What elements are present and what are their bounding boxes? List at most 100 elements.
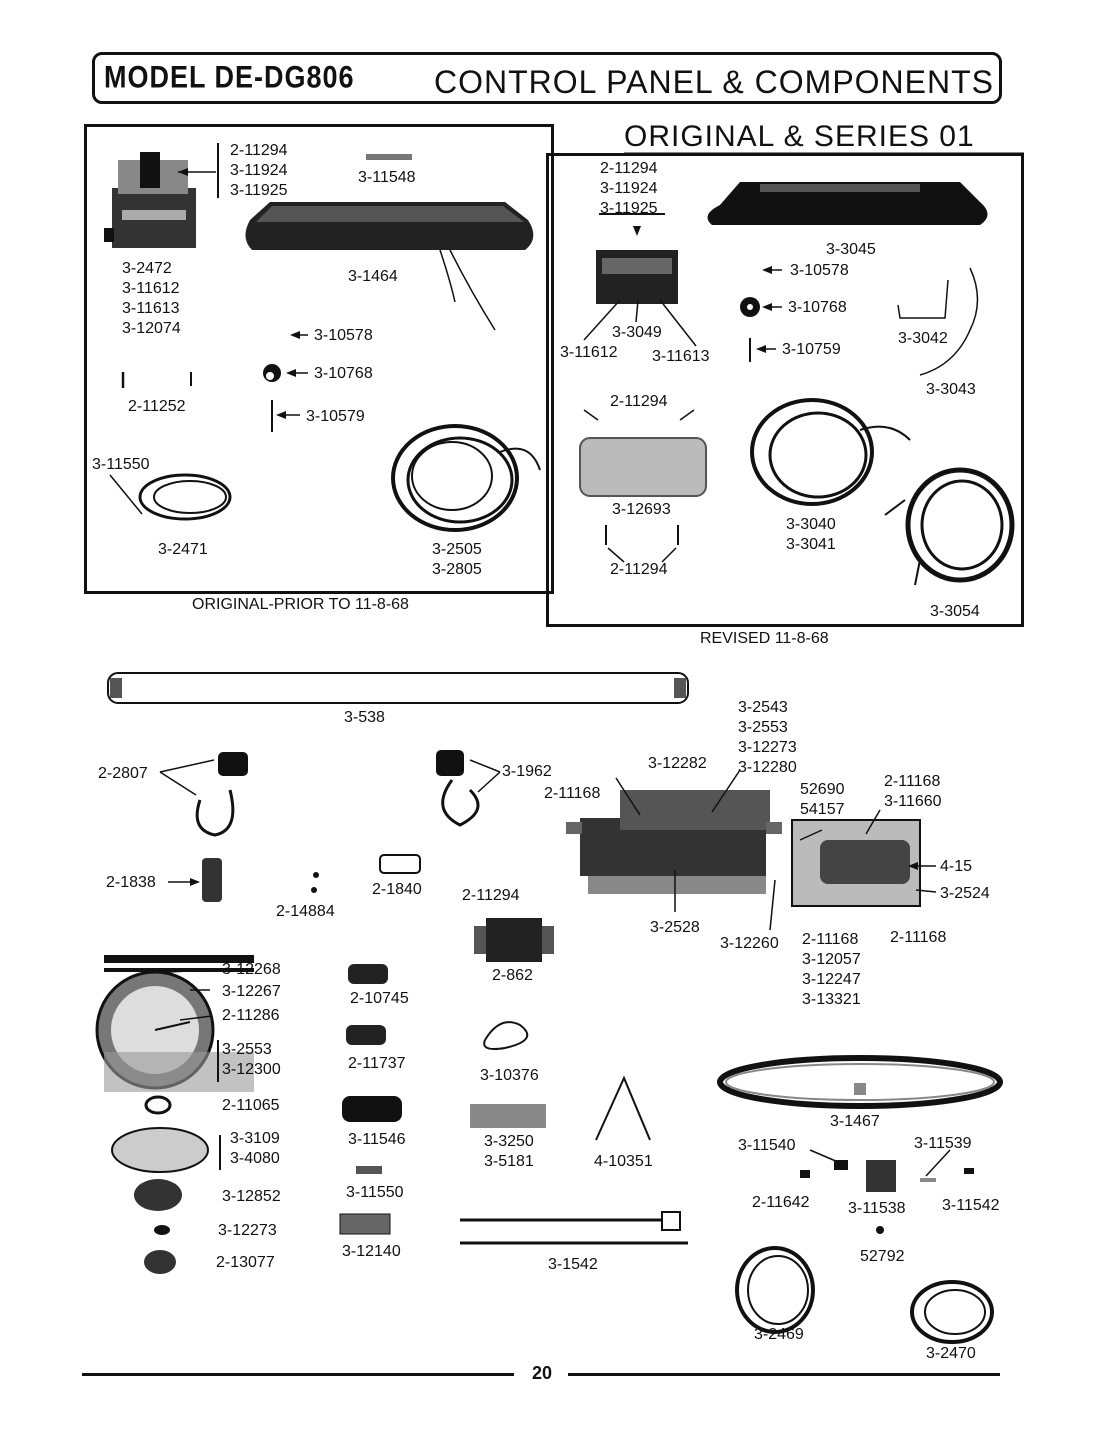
model-title: MODEL DE-DG806 — [104, 59, 355, 95]
part-number-label: 3-3109 — [230, 1130, 280, 1147]
part-number-label: 3-11540 — [738, 1137, 796, 1154]
part-number-label: 3-12267 — [222, 983, 281, 1000]
part-number-label: 2-11168 — [802, 931, 859, 948]
part-number-label: 2-11065 — [222, 1097, 280, 1114]
part-number-label: 3-12273 — [218, 1222, 277, 1239]
part-number-label: 2-10745 — [350, 990, 409, 1007]
part-number-label: 3-12300 — [222, 1061, 281, 1078]
part-number-label: 3-10768 — [314, 365, 373, 382]
part-number-label: 3-2472 — [122, 260, 172, 277]
part-number-label: 3-3054 — [930, 603, 980, 620]
part-number-label: 54157 — [800, 801, 845, 818]
part-number-label: 2-11294 — [600, 160, 658, 177]
part-number-label: 2-11737 — [348, 1055, 406, 1072]
part-number-label: 3-12247 — [802, 971, 861, 988]
part-number-label: 3-2524 — [940, 885, 990, 902]
page-number: 20 — [532, 1363, 553, 1383]
part-number-label: 3-12282 — [648, 755, 707, 772]
part-number-label: 2-862 — [492, 967, 533, 984]
part-number-label: 3-4080 — [230, 1150, 280, 1167]
part-number-label: 3-2553 — [222, 1041, 272, 1058]
footer-rule-left — [82, 1373, 514, 1376]
part-number-label: 3-11660 — [884, 793, 942, 810]
part-number-label: 3-10578 — [314, 327, 373, 344]
part-number-label: 2-2807 — [98, 765, 148, 782]
part-number-label: 2-11294 — [610, 393, 668, 410]
part-number-label: 3-2543 — [738, 699, 788, 716]
part-number-label: 3-3041 — [786, 536, 836, 553]
revised-caption: REVISED 11-8-68 — [700, 630, 829, 647]
part-number-label: 3-1542 — [548, 1256, 598, 1273]
part-number-label: 2-11294 — [610, 561, 668, 578]
part-number-label: 3-11924 — [600, 180, 658, 197]
part-number-label: 3-12268 — [222, 961, 281, 978]
part-number-label: 3-3042 — [898, 330, 948, 347]
part-number-label: 2-11252 — [128, 398, 186, 415]
part-number-label: 2-1838 — [106, 874, 156, 891]
part-number-label: 3-2470 — [926, 1345, 976, 1362]
part-number-label: 3-11542 — [942, 1197, 1000, 1214]
part-number-label: 3-2553 — [738, 719, 788, 736]
part-number-label: 3-1467 — [830, 1113, 880, 1130]
part-number-label: 3-10768 — [788, 299, 847, 316]
part-number-label: 2-14884 — [276, 903, 335, 920]
part-number-label: 3-11925 — [600, 200, 658, 217]
part-number-label: 3-1962 — [502, 763, 552, 780]
part-number-label: 2-11168 — [544, 785, 601, 802]
part-number-label: 3-11612 — [560, 344, 618, 361]
part-number-label: 3-12280 — [738, 759, 797, 776]
original-caption: ORIGINAL-PRIOR TO 11-8-68 — [192, 596, 409, 613]
part-number-label: 3-11613 — [122, 300, 180, 317]
part-number-label: 3-11550 — [92, 456, 150, 473]
part-number-label: 3-3250 — [484, 1133, 534, 1150]
section-title: CONTROL PANEL & COMPONENTS — [434, 64, 994, 100]
part-number-label: 52690 — [800, 781, 845, 798]
part-number-label: 3-12273 — [738, 739, 797, 756]
part-number-label: 3-12693 — [612, 501, 671, 518]
part-number-label: 2-11294 — [230, 142, 288, 159]
part-number-label: 4-10351 — [594, 1153, 653, 1170]
part-number-label: 3-2469 — [754, 1326, 804, 1343]
original-parts-frame — [84, 124, 554, 594]
part-number-label: 3-3049 — [612, 324, 662, 341]
part-number-label: 3-10376 — [480, 1067, 539, 1084]
part-number-label: 3-3040 — [786, 516, 836, 533]
part-number-label: 3-2505 — [432, 541, 482, 558]
part-number-label: 3-1464 — [348, 268, 398, 285]
part-number-label: 2-11286 — [222, 1007, 280, 1024]
part-number-label: 3-3043 — [926, 381, 976, 398]
part-number-label: 2-11642 — [752, 1194, 810, 1211]
part-number-label: 3-10759 — [782, 341, 841, 358]
part-number-label: 3-11924 — [230, 162, 288, 179]
part-number-label: 4-15 — [940, 858, 973, 875]
part-number-label: 3-12057 — [802, 951, 861, 968]
part-number-label: 52792 — [860, 1248, 905, 1265]
part-number-label: 3-11550 — [346, 1184, 404, 1201]
part-number-label: 3-10578 — [790, 262, 849, 279]
part-number-label: 3-10579 — [306, 408, 365, 425]
part-number-label: 3-11613 — [652, 348, 710, 365]
part-number-label: 3-2528 — [650, 919, 700, 936]
part-number-label: 3-12852 — [222, 1188, 281, 1205]
part-number-label: 3-11546 — [348, 1131, 406, 1148]
part-number-label: 3-11539 — [914, 1135, 972, 1152]
part-number-label: 3-2471 — [158, 541, 208, 558]
title-frame — [92, 52, 1002, 104]
part-number-label: 2-11294 — [462, 887, 520, 904]
part-number-label: 3-11538 — [848, 1200, 906, 1217]
footer-rule-right — [568, 1373, 1000, 1376]
part-number-label: 3-3045 — [826, 241, 876, 258]
series-title: ORIGINAL & SERIES 01 — [624, 120, 975, 153]
part-number-label: 3-12140 — [342, 1243, 401, 1260]
part-number-label: 3-12074 — [122, 320, 181, 337]
part-number-label: 3-538 — [344, 709, 385, 726]
part-number-label: 3-12260 — [720, 935, 779, 952]
part-number-label: 3-11612 — [122, 280, 180, 297]
part-number-label: 3-11925 — [230, 182, 288, 199]
part-number-label: 3-11548 — [358, 169, 416, 186]
part-number-label: 2-11168 — [884, 773, 941, 790]
part-number-label: 2-11168 — [890, 929, 947, 946]
part-number-label: 2-13077 — [216, 1254, 275, 1271]
part-number-label: 3-5181 — [484, 1153, 534, 1170]
